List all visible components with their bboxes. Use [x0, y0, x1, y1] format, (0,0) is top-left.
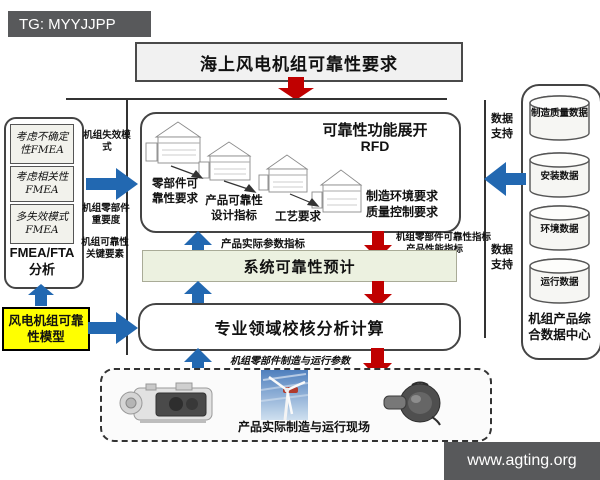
cylinder-label: 制造质量数据 — [530, 108, 588, 119]
arrow-up-icon — [184, 348, 212, 376]
gearbox-photo — [383, 381, 441, 426]
database-cylinder-manufacturing: 制造质量数据 — [529, 94, 590, 141]
left-vertical-line — [126, 100, 128, 355]
data-support-label-top: 数据支持 — [491, 113, 513, 140]
arrow-down-icon — [278, 77, 314, 100]
data-support-label-bottom: 数据支持 — [491, 244, 513, 271]
cylinder-label: 环境数据 — [540, 224, 579, 235]
label-actual-parameters: 产品实际参数指标 — [221, 238, 305, 250]
cylinder-label: 安装数据 — [540, 171, 579, 182]
arrow-right-icon — [88, 312, 138, 344]
top-horizontal-line — [66, 98, 447, 100]
main-title-box: 海上风电机组可靠性要求 — [135, 42, 463, 82]
house-label-component-req: 零部件可靠性要求 — [152, 176, 198, 205]
label-product-performance-index: 产品性能指标 — [406, 241, 463, 255]
fmea-box-uncertainty: 考虑不确定性FMEA — [10, 124, 74, 164]
house-label-process-req: 工艺要求 — [275, 209, 321, 223]
wind-turbine-photo — [261, 370, 308, 420]
house-label-manufacturing-req: 制造环境要求 质量控制要求 — [365, 189, 438, 219]
domain-verification-analysis-box: 专业领域校核分析计算 — [138, 303, 461, 351]
tg-watermark-badge: TG: MYYJJPP — [8, 11, 151, 37]
website-watermark-badge: www.agting.org — [444, 442, 600, 480]
rfd-subtitle: RFD — [360, 138, 390, 154]
production-site-label: 产品实际制造与运行现场 — [237, 420, 370, 434]
arrow-up-icon — [184, 231, 212, 259]
fmea-box-correlation: 考虑相关性FMEA — [10, 166, 74, 202]
qfd-houses-graphic — [145, 121, 363, 213]
database-cylinder-installation: 安装数据 — [529, 151, 590, 198]
label-component-reliability-index: 机组零部件可靠性指标 — [396, 232, 492, 243]
database-cylinder-environment: 环境数据 — [529, 204, 590, 251]
rfd-title: 可靠性功能展开 — [322, 122, 428, 139]
system-reliability-prediction-box: 系统可靠性预计 — [142, 250, 457, 282]
arrow-left-icon — [484, 162, 526, 196]
reliability-model-box: 风电机组可靠性模型 — [2, 307, 90, 351]
arrow-right-icon — [86, 168, 138, 200]
arrow-down-icon — [364, 281, 392, 307]
database-cylinder-operation: 运行数据 — [529, 257, 590, 304]
fmea-fta-label: FMEA/FTA 分析 — [9, 245, 75, 277]
right-vertical-line — [484, 100, 486, 338]
annotation-component-importance: 机组零部件重要度 — [82, 203, 130, 226]
arrow-up-icon — [184, 281, 212, 307]
label-manufacturing-operation-parameters: 机组零部件制造与运行参数 — [230, 356, 350, 367]
annotation-key-elements: 机组可靠性关键要素 — [81, 237, 129, 260]
house-label-design-index: 产品可靠性设计指标 — [205, 193, 263, 222]
cylinder-label: 运行数据 — [540, 277, 579, 288]
fmea-box-multifailure: 多失效模式FMEA — [10, 204, 74, 244]
annotation-failure-mode: 机组失效模式 — [83, 130, 131, 153]
nacelle-cutaway-photo — [119, 382, 213, 423]
arrow-up-icon — [28, 284, 54, 306]
data-center-label: 机组产品综合数据中心 — [528, 312, 591, 343]
